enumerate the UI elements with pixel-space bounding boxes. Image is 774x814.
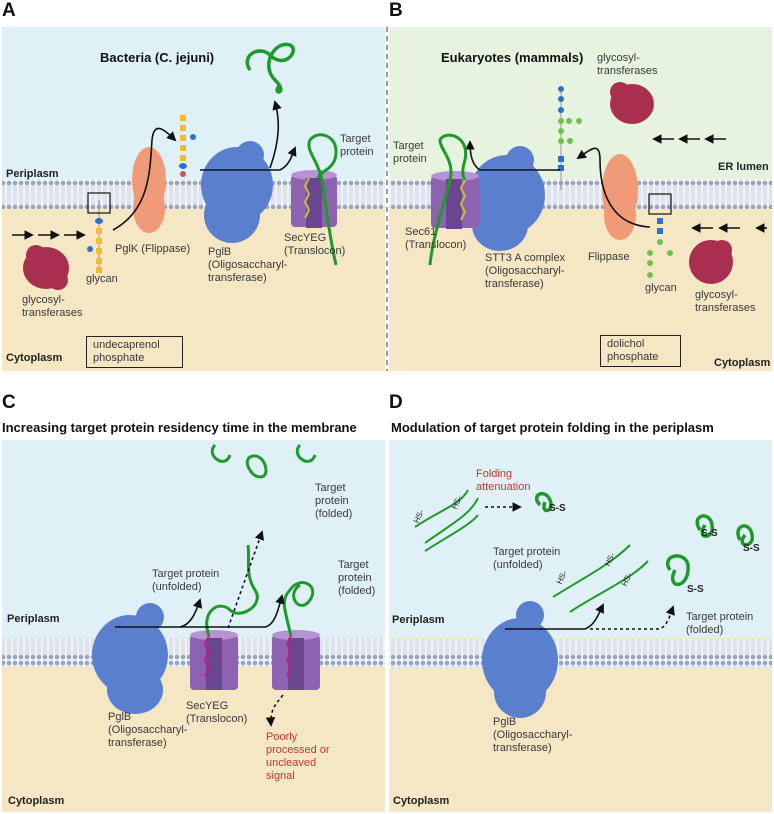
folded-top-label-c: Target protein (folded) — [315, 482, 353, 520]
poor-signal-label-c: Poorly processed or uncleaved signal — [266, 731, 330, 782]
secyeg-translocon-c1 — [190, 630, 238, 690]
glycosyltransferase-a — [23, 245, 69, 290]
panel-d-title: Modulation of target protein folding in … — [391, 420, 714, 435]
panel-label-c: C — [2, 392, 16, 413]
disulfide-label: S-S — [549, 503, 566, 514]
panel-a-title: Bacteria (C. jejuni) — [100, 50, 215, 65]
glycosyltransferases-bottom-label-b: glycosyl- transferases — [695, 289, 756, 314]
disulfide-label: S-S — [687, 584, 704, 595]
unfolded-label-c: Target protein (unfolded) — [152, 568, 220, 593]
legend-undecaprenol-phosphate: undecaprenol phosphate — [86, 336, 183, 368]
periplasm-label-c: Periplasm — [7, 613, 60, 625]
ost-label-b: STT3 A complex (Oligosaccharyl- transfer… — [485, 252, 566, 290]
arrows-c — [115, 530, 285, 727]
target-protein-b — [428, 133, 468, 266]
sec61-translocon — [431, 171, 479, 229]
unfolded-proteins-d — [414, 489, 649, 613]
periplasm-label-d: Periplasm — [392, 614, 445, 626]
panel-b-title: Eukaryotes (mammals) — [441, 50, 584, 65]
disulfide-label: S-S — [743, 543, 760, 554]
target-protein-label-a: Target protein — [340, 133, 374, 158]
glycan-tree-b — [558, 86, 673, 278]
target-protein-label-b: Target protein — [393, 140, 427, 165]
panel-label-b: B — [389, 0, 403, 21]
ost-label-a: PglB (Oligosaccharyl- transferase) — [208, 246, 288, 284]
secyeg-translocon-a — [291, 170, 337, 228]
legend-dolichol-phosphate: dolichol phosphate — [600, 335, 682, 367]
arrows-b — [465, 134, 767, 233]
er-lumen-label: ER lumen — [718, 161, 769, 173]
secyeg-translocon-c2 — [272, 630, 320, 690]
panel-d-background — [389, 440, 772, 812]
signal-peptide-a — [303, 177, 311, 219]
periplasm-label-a: Periplasm — [6, 168, 59, 180]
folded-right-label-c: Target protein (folded) — [338, 559, 376, 597]
cytoplasm-label-b: Cytoplasm — [714, 357, 771, 369]
glycan-chain-a — [87, 192, 111, 273]
glycan-label-a: glycan — [86, 273, 118, 285]
glycosyltransferases-top-label-b: glycosyl- transferases — [597, 52, 658, 77]
released-glycoprotein-a — [245, 42, 295, 94]
panel-c-title: Increasing target protein residency time… — [2, 420, 357, 435]
flippase-pglk — [132, 147, 166, 233]
target-proteins-c — [205, 443, 317, 637]
flippase-label-b: Flippase — [588, 251, 630, 263]
unfolded-label-d: Target protein (unfolded) — [493, 546, 561, 571]
pglb-ost-c — [92, 603, 168, 714]
signal-peptides-c — [203, 635, 293, 677]
cytoplasm-label-a: Cytoplasm — [6, 352, 63, 364]
signal-peptide-b — [459, 179, 467, 221]
glycosyltransferase-b-top — [610, 82, 654, 124]
translocon-label-b: Sec61 (Translocon) — [405, 226, 467, 251]
cytoplasm-label-d: Cytoplasm — [393, 795, 450, 807]
panel-label-d: D — [389, 392, 403, 413]
folding-attenuation-label: Folding attenuation — [476, 468, 531, 493]
pglb-ost-a — [201, 141, 273, 243]
ost-label-d: PglB (Oligosaccharyl- transferase) — [493, 716, 573, 754]
translocon-label-a: SecYEG (Translocon) — [284, 232, 346, 257]
pglb-ost-d — [482, 601, 558, 718]
glycosyltransferase-b-bottom — [689, 240, 733, 284]
flippase-b — [602, 154, 638, 240]
disulfide-label: S-S — [701, 528, 718, 539]
arrows-d — [485, 502, 675, 630]
folded-proteins-d — [534, 491, 754, 587]
cytoplasm-label-c: Cytoplasm — [8, 795, 65, 807]
glycan-label-b: glycan — [645, 282, 677, 294]
arrows-a — [12, 100, 297, 240]
stt3a-ost — [469, 146, 545, 251]
glycosyltransferases-label-a: glycosyl- transferases — [22, 294, 83, 319]
folded-label-d: Target protein (folded) — [686, 611, 754, 636]
flippase-label-a: PglK (Flippase) — [115, 243, 191, 255]
panel-label-a: A — [2, 0, 16, 21]
glycan-flipped-a — [179, 115, 196, 177]
translocon-label-c: SecYEG (Translocon) — [186, 700, 248, 725]
target-protein-a — [307, 133, 338, 266]
ost-label-c: PglB (Oligosaccharyl- transferase) — [108, 711, 188, 749]
